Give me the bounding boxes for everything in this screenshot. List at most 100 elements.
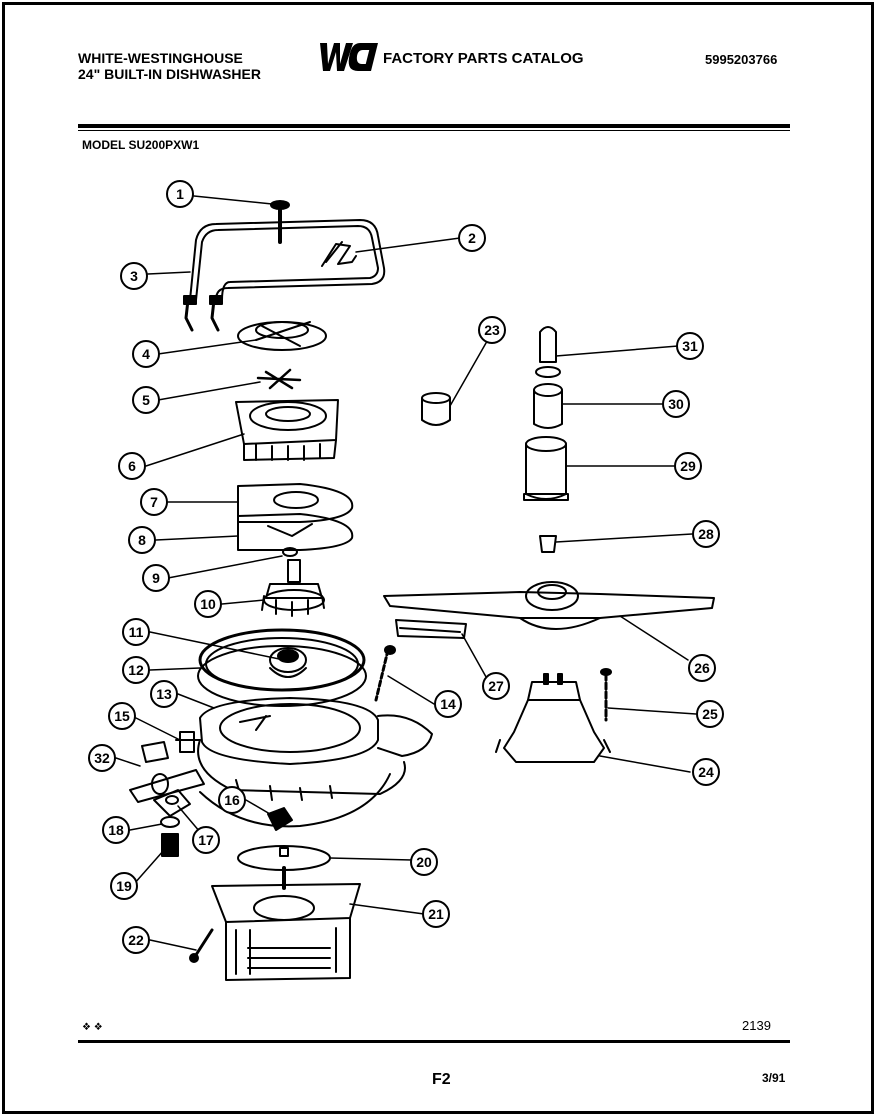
callout-label: 18 xyxy=(108,822,124,838)
callout-label: 25 xyxy=(702,706,718,722)
callout-label: 29 xyxy=(680,458,696,474)
callout-29: 29 xyxy=(674,452,702,480)
part-22-screw xyxy=(189,928,214,963)
callout-32: 32 xyxy=(88,744,116,772)
part-21-motor xyxy=(211,866,361,981)
callout-3: 3 xyxy=(120,262,148,290)
header-rule xyxy=(78,124,790,128)
wci-logo xyxy=(320,43,378,71)
callout-label: 5 xyxy=(142,392,150,408)
callout-30: 30 xyxy=(662,390,690,418)
callout-label: 26 xyxy=(694,660,710,676)
callout-28: 28 xyxy=(692,520,720,548)
part-23-cap xyxy=(421,392,451,426)
callout-label: 16 xyxy=(224,792,240,808)
callout-26: 26 xyxy=(688,654,716,682)
callout-group: 1234567891011121314151617181920212223242… xyxy=(88,180,724,954)
callout-20: 20 xyxy=(410,848,438,876)
part-5-star xyxy=(256,368,302,390)
callout-13: 13 xyxy=(150,680,178,708)
part-10-impeller xyxy=(261,559,325,617)
callout-label: 6 xyxy=(128,458,136,474)
callout-1: 1 xyxy=(166,180,194,208)
part-6-pump-housing xyxy=(235,399,339,461)
part-25-screw xyxy=(600,668,612,722)
leader-lines xyxy=(115,195,697,951)
diagram-code: 2139 xyxy=(742,1018,771,1033)
part-32-hose xyxy=(129,741,205,803)
callout-label: 2 xyxy=(468,230,476,246)
callout-label: 22 xyxy=(128,932,144,948)
part-4-disc xyxy=(237,321,327,351)
callout-label: 4 xyxy=(142,346,150,362)
part-9-washer xyxy=(282,547,298,557)
callout-label: 19 xyxy=(116,878,132,894)
callout-4: 4 xyxy=(132,340,160,368)
part-number: 5995203766 xyxy=(705,52,778,67)
callout-27: 27 xyxy=(482,672,510,700)
part-30-tube-mid xyxy=(533,383,563,429)
callout-label: 30 xyxy=(668,396,684,412)
part-17-nut xyxy=(153,789,191,817)
callout-label: 31 xyxy=(682,338,698,354)
callout-label: 20 xyxy=(416,854,432,870)
callout-label: 14 xyxy=(440,696,456,712)
catalog-title: FACTORY PARTS CATALOG xyxy=(383,50,584,67)
callout-label: 17 xyxy=(198,832,214,848)
callout-8: 8 xyxy=(128,526,156,554)
callout-label: 13 xyxy=(156,686,172,702)
callout-5: 5 xyxy=(132,386,160,414)
part-14-screw xyxy=(374,645,396,702)
callout-label: 23 xyxy=(484,322,500,338)
part-8-gasket xyxy=(237,513,354,551)
callout-2: 2 xyxy=(458,224,486,252)
brand-block: WHITE-WESTINGHOUSE 24" BUILT-IN DISHWASH… xyxy=(78,50,261,82)
callout-label: 32 xyxy=(94,750,110,766)
model-number: MODEL SU200PXW1 xyxy=(82,138,200,152)
part-19-bolt xyxy=(161,833,179,857)
brand-line-1: WHITE-WESTINGHOUSE xyxy=(78,50,243,66)
callout-11: 11 xyxy=(122,618,150,646)
callout-16: 16 xyxy=(218,786,246,814)
callout-17: 17 xyxy=(192,826,220,854)
callout-22: 22 xyxy=(122,926,150,954)
callout-14: 14 xyxy=(434,690,462,718)
part-29-tube-bottom xyxy=(523,436,569,501)
callout-6: 6 xyxy=(118,452,146,480)
part-26-spray-arm xyxy=(383,581,715,630)
footer-rule xyxy=(78,1040,790,1043)
callout-21: 21 xyxy=(422,900,450,928)
part-24-tower-base xyxy=(495,673,611,763)
callout-label: 10 xyxy=(200,596,216,612)
callout-label: 7 xyxy=(150,494,158,510)
part-2-bracket xyxy=(321,241,357,267)
callout-12: 12 xyxy=(122,656,150,684)
part-11-12-filter-ring xyxy=(197,628,367,707)
callout-label: 21 xyxy=(428,906,444,922)
callout-label: 1 xyxy=(176,186,184,202)
callout-label: 8 xyxy=(138,532,146,548)
brand-line-2: 24" BUILT-IN DISHWASHER xyxy=(78,66,261,82)
callout-label: 9 xyxy=(152,570,160,586)
callout-label: 11 xyxy=(129,624,144,640)
callout-24: 24 xyxy=(692,758,720,786)
corner-mark: ❖ ❖ xyxy=(82,1022,103,1033)
callout-label: 27 xyxy=(488,678,504,694)
callout-23: 23 xyxy=(478,316,506,344)
callout-label: 15 xyxy=(114,708,130,724)
callout-label: 3 xyxy=(130,268,138,284)
callout-7: 7 xyxy=(140,488,168,516)
callout-label: 28 xyxy=(698,526,714,542)
part-18-washer xyxy=(160,816,180,828)
callout-19: 19 xyxy=(110,872,138,900)
part-27-guide xyxy=(395,619,467,639)
revision-date: 3/91 xyxy=(762,1071,786,1085)
part-15-fitting xyxy=(175,731,201,753)
part-31-tube-top xyxy=(535,326,561,378)
part-28-nut xyxy=(539,535,557,553)
callout-15: 15 xyxy=(108,702,136,730)
callout-25: 25 xyxy=(696,700,724,728)
page-label: F2 xyxy=(432,1071,451,1088)
